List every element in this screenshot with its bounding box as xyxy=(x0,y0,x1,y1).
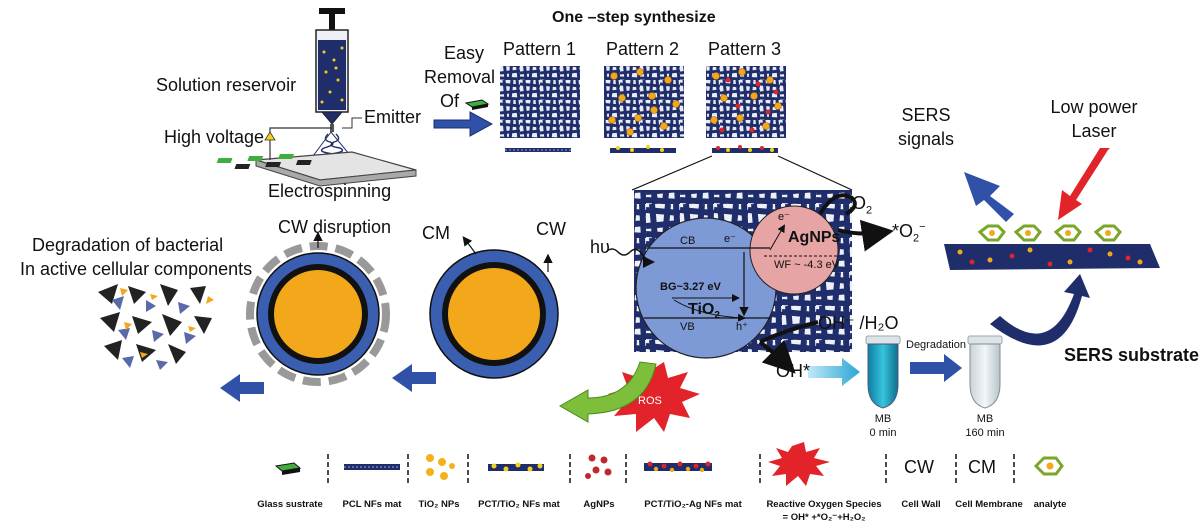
sers-signal-arrow xyxy=(964,172,1014,222)
high-voltage-label: High voltage xyxy=(164,127,265,147)
legend-pct-tio2-ag-label: PCT/TiO₂-Ag NFs mat xyxy=(644,499,742,510)
hole-label: h⁺ xyxy=(736,321,748,333)
electrospinning-label: Electrospinning xyxy=(268,181,392,201)
legend-ros-icon xyxy=(768,442,830,486)
vial-mb-0min xyxy=(865,335,901,409)
legend-pct-tio2-icon xyxy=(488,464,544,471)
legend-cm-label: Cell Membrane xyxy=(955,499,1023,510)
pattern-2-mesh xyxy=(604,66,684,153)
legend-cw-symbol: CW xyxy=(904,457,934,477)
removal-line-1: Easy xyxy=(443,43,485,63)
mb-0-label-a: MB xyxy=(874,413,892,425)
laser-arrow xyxy=(1058,148,1110,220)
agnps-label: AgNPs xyxy=(788,229,841,246)
vb-label: VB xyxy=(680,321,695,333)
bacterial-fragments xyxy=(98,284,214,370)
o2-label: O2 xyxy=(852,193,873,217)
removal-line-2: Removal xyxy=(424,67,496,87)
legend-tio2-label: TiO₂ NPs xyxy=(418,499,460,510)
green-arrow xyxy=(558,361,657,423)
mb-160-label-a: MB xyxy=(976,413,994,425)
sers-substrate-mat xyxy=(944,244,1160,270)
bacterial-label-2: In active cellular components xyxy=(20,259,253,279)
sers-signals-line-2: signals xyxy=(897,129,955,149)
legend-agnps-icon xyxy=(585,454,612,479)
cm-label: CM xyxy=(422,223,450,243)
oh-to-mb-arrow xyxy=(808,358,860,386)
cw-label: CW xyxy=(536,219,566,239)
electron-transfer-label: e⁻ xyxy=(778,211,790,223)
agnp-particle xyxy=(749,205,839,295)
cw-disruption-label: CW disruption xyxy=(278,217,392,237)
sers-signals-line-1: SERS xyxy=(901,105,951,125)
legend-cw-label: Cell Wall xyxy=(901,499,941,510)
sers-substrate-label: SERS substrate xyxy=(1064,345,1200,365)
legend-ros-label-2: = OH* +*O₂⁻+H₂O₂ xyxy=(782,512,866,523)
pattern-1-label: Pattern 1 xyxy=(503,39,577,59)
removal-arrow xyxy=(433,111,494,137)
legend-ros-label-1: Reactive Oxygen Species xyxy=(766,499,882,510)
emitter-label: Emitter xyxy=(364,107,422,127)
legend-glass-label: Glass sustrate xyxy=(257,499,323,510)
tio2-label: TiO2 xyxy=(688,301,720,322)
legend-agnps-label: AgNPs xyxy=(583,499,615,510)
electron-label: e⁻ xyxy=(724,233,736,245)
legend-pct-tio2-label: PCT/TiO₂ NFs mat xyxy=(478,499,560,510)
legend-pct-tio2-ag-icon xyxy=(644,463,712,471)
bacterial-label-1: Degradation of bacterial xyxy=(32,235,224,255)
degradation-label: Degradation xyxy=(906,339,966,351)
legend-tio2-icon xyxy=(426,454,455,480)
oh-radical-label: OH* xyxy=(776,361,811,381)
ros-label: ROS xyxy=(638,395,662,407)
pattern-2-label: Pattern 2 xyxy=(606,39,680,59)
legend-analyte-label: analyte xyxy=(1033,499,1067,510)
superoxide-label: *O2− xyxy=(892,221,926,245)
work-function-label: WF ~ -4.3 eV xyxy=(774,259,840,271)
oh-h2o-label: OH⁻ /H₂O xyxy=(818,313,899,333)
legend-cm-symbol: CM xyxy=(968,457,996,477)
analyte-molecules xyxy=(977,224,1122,242)
cell-arrow-2 xyxy=(220,374,264,402)
pattern-3-label: Pattern 3 xyxy=(708,39,782,59)
electrospinning-apparatus xyxy=(216,8,417,187)
photon-label: hυ xyxy=(590,237,610,257)
removal-line-3: Of xyxy=(440,91,460,111)
page-title: One –step synthesize xyxy=(552,9,716,26)
legend-symbols xyxy=(274,442,1064,486)
laser-line-1: Low power xyxy=(1050,97,1138,117)
mb-160-label-b: 160 min xyxy=(965,427,1005,439)
sers-substrate-curve-arrow xyxy=(990,274,1090,346)
band-gap-label: BG~3.27 eV xyxy=(660,281,721,293)
cb-label: CB xyxy=(680,235,696,247)
cell-arrow-1 xyxy=(392,364,436,392)
cell-disrupted xyxy=(246,242,390,386)
degradation-arrow xyxy=(910,354,962,382)
mechanism-panel xyxy=(605,190,894,374)
solution-reservoir-label: Solution reservoir xyxy=(156,75,297,95)
pattern-1-mesh xyxy=(500,66,580,152)
vial-mb-160min xyxy=(967,335,1003,409)
mb-0-label-b: 0 min xyxy=(869,427,897,439)
pattern-3-mesh xyxy=(706,66,786,153)
cell-intact xyxy=(429,249,559,379)
laser-line-2: Laser xyxy=(1071,121,1117,141)
legend-pcl-label: PCL NFs mat xyxy=(342,499,402,510)
